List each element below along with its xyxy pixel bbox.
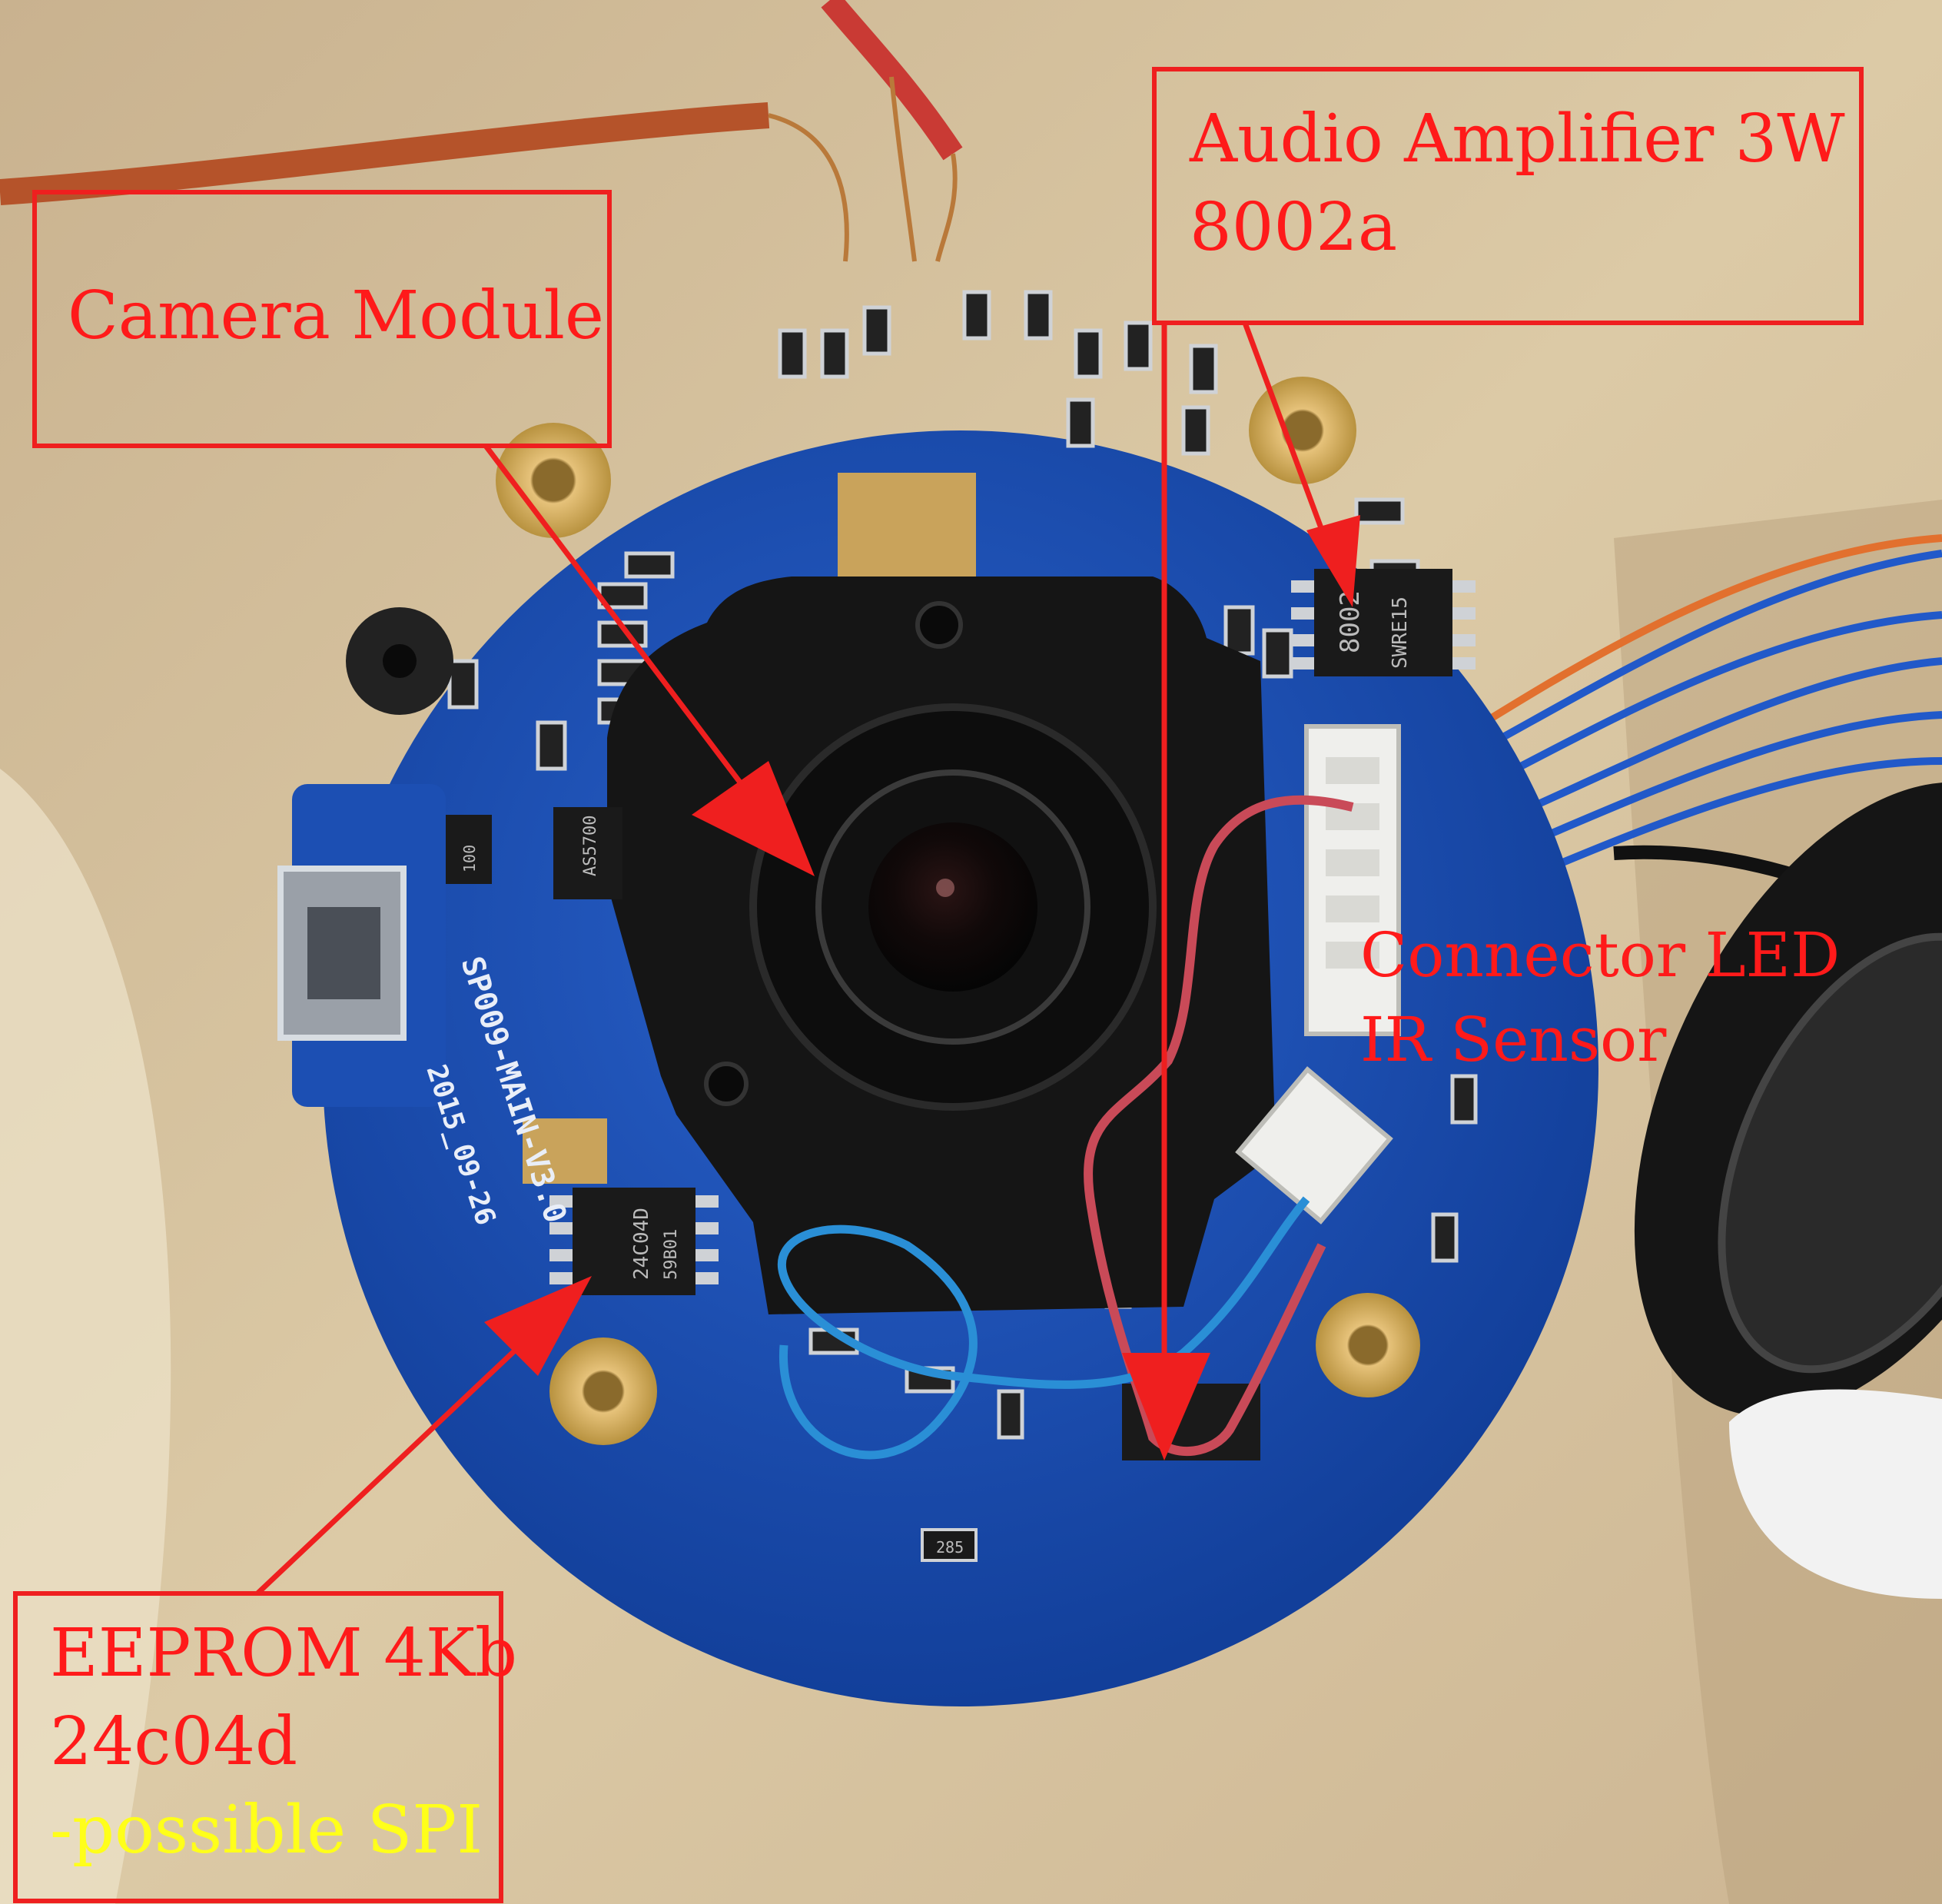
bottom-chip: 285 [921, 1528, 978, 1562]
small-chip: 100 [446, 815, 492, 884]
red-wire-top [821, 0, 963, 161]
regulator-chip: AS5700 [553, 807, 622, 899]
ribbon-wires-right [1366, 550, 1942, 934]
eeprom-label-line3: -possible SPI [50, 1792, 483, 1869]
camera-label: Camera Module [68, 277, 604, 354]
audio-arrowhead-long [1122, 1353, 1210, 1460]
eeprom-chip-text-2: 59B01 [662, 1229, 681, 1280]
pink-wire [1084, 795, 1354, 1457]
eeprom-label-box [13, 1591, 503, 1903]
eeprom-chip-text-1: 24C04D [630, 1208, 653, 1280]
audio-label-box [1152, 67, 1864, 325]
audio-label-line1: Audio Amplifier 3W [1189, 101, 1845, 178]
microphone-hole [383, 644, 417, 678]
audio-arrow [1242, 321, 1336, 563]
eeprom-arrow [255, 1308, 559, 1596]
connector-label-line2: IR Sensor [1360, 1004, 1667, 1075]
light-patch [0, 769, 171, 1904]
eeprom-label-line1: EEPROM 4Kb [50, 1615, 517, 1692]
connector-pins [1326, 757, 1379, 969]
mounting-holes [496, 377, 1420, 1445]
microusb-slot [307, 907, 380, 999]
bracket-screw-top [915, 601, 963, 649]
connector-label-line1: Connector LED [1360, 919, 1840, 991]
white-cap [1729, 1389, 1942, 1599]
amp-chip-text-2: SWRE15 [1389, 596, 1412, 669]
small-connector [1235, 1066, 1393, 1224]
audio-arrowhead [1306, 515, 1360, 607]
gold-pad-small [523, 1118, 607, 1184]
camera-lens [868, 822, 1037, 992]
annotation-arrows [255, 321, 1360, 1596]
amplifier-chip: 8002 SWRE15 [1291, 569, 1476, 676]
audio-label-line2: 8002a [1190, 189, 1397, 266]
lens-reflection [936, 879, 954, 897]
copper-strands [768, 76, 958, 262]
camera-arrowhead [692, 761, 815, 876]
eeprom-chip: 24C04D 59B01 [549, 1188, 719, 1295]
camera-label-box [32, 190, 612, 448]
bracket-screw-left [704, 1062, 749, 1106]
eeprom-arrowhead [484, 1276, 592, 1376]
gold-shield-pad [838, 473, 976, 580]
regulator-chip-text: AS5700 [581, 816, 600, 876]
eeprom-label-line2: 24c04d [50, 1703, 297, 1780]
orange-wire-top [0, 102, 770, 205]
bottom-chip-text: 285 [936, 1538, 964, 1557]
camera-arrow [483, 444, 778, 832]
small-chip-text: 100 [460, 845, 479, 872]
annotation-boxes [13, 67, 1864, 1903]
speaker-ring [1718, 932, 1942, 1374]
